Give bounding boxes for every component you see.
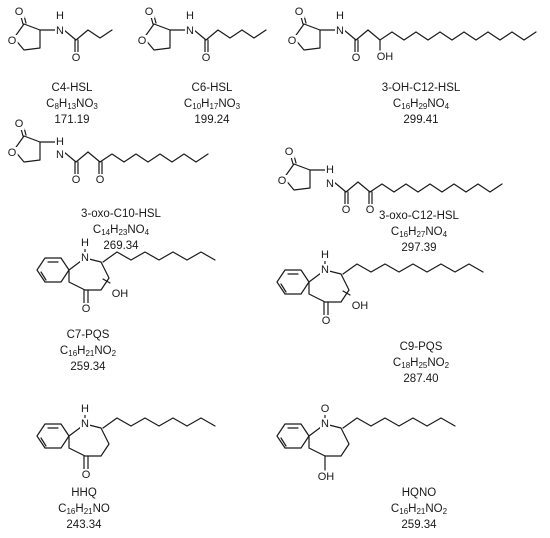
compound-formula: C16H29NO4	[392, 98, 450, 111]
structure-c4-hsl	[13, 11, 113, 55]
atom-hydrogen: H	[80, 403, 90, 415]
structure-hqno	[276, 413, 456, 471]
compound-caption: HQNO C16H21NO2 259.34	[391, 485, 447, 533]
atom-hydrogen: H	[55, 10, 65, 22]
atom-oxygen: O	[70, 52, 82, 64]
compound-name: C6-HSL	[191, 82, 233, 94]
atom-nitrogen: N	[55, 25, 65, 37]
atom-oxygen: O	[293, 6, 305, 18]
atom-oxygen: O	[94, 174, 106, 186]
atom-oxygen: O	[136, 35, 148, 47]
compound-caption: C6-HSL C10H17NO3 199.24	[184, 80, 240, 128]
compound-mass: 287.40	[403, 373, 439, 385]
atom-nitrogen: N	[335, 25, 345, 37]
compound-caption: 3-oxo-C12-HSL C16H27NO4 297.39	[379, 208, 459, 256]
compound-name: HQNO	[401, 487, 437, 499]
atom-hydrogen: H	[325, 164, 335, 176]
compound-caption: C9-PQS C18H25NO2 287.40	[393, 339, 449, 387]
atom-hydrogen: H	[185, 10, 195, 22]
structure-c9-pqs	[276, 259, 484, 317]
structure-3-oh-c12-hsl	[293, 11, 537, 55]
compound-formula: C10H17NO3	[183, 98, 241, 111]
atom-hydrogen: H	[55, 136, 65, 148]
compound-mass: 259.34	[70, 361, 106, 373]
compound-mass: 299.41	[403, 114, 439, 126]
atom-hydrogen: H	[335, 10, 345, 22]
compound-name: 3-oxo-C10-HSL	[81, 208, 161, 220]
atom-oxygen: O	[320, 315, 332, 327]
compound-caption: HHQ C16H21NO 243.34	[58, 485, 110, 533]
atom-oxygen: O	[80, 469, 92, 481]
atom-hydroxyl: OH	[350, 300, 370, 312]
atom-nitrogen: N	[55, 149, 65, 161]
atom-oxygen: O	[286, 35, 298, 47]
compound-formula: C16H21NO2	[390, 503, 448, 516]
structure-3-oxo-c10-hsl	[13, 123, 209, 177]
compound-mass: 171.19	[54, 114, 90, 126]
compound-formula: C16H27NO4	[390, 226, 448, 239]
structure-3-oxo-c12-hsl	[283, 151, 503, 207]
atom-nitrogen: N	[185, 25, 195, 37]
compound-name: C9-PQS	[399, 341, 443, 353]
atom-oxygen: O	[340, 204, 352, 216]
atom-oxygen: O	[200, 52, 212, 64]
compound-formula: C16H21NO	[58, 503, 110, 516]
compound-caption: C7-PQS C16H21NO2 259.34	[60, 327, 116, 375]
compound-formula: C18H25NO2	[392, 357, 450, 370]
compound-mass: 297.39	[401, 242, 437, 254]
atom-oxygen: O	[6, 35, 18, 47]
atom-oxygen: O	[143, 6, 155, 18]
structure-c6-hsl	[143, 11, 267, 55]
atom-oxygen: O	[319, 403, 331, 415]
atom-oxygen: O	[350, 52, 362, 64]
atom-oxygen: O	[13, 6, 25, 18]
compound-name: 3-OH-C12-HSL	[381, 82, 461, 94]
compound-name: 3-oxo-C12-HSL	[379, 210, 459, 222]
compound-mass: 269.34	[103, 240, 139, 252]
atom-oxygen: O	[70, 174, 82, 186]
compound-mass: 259.34	[401, 519, 437, 531]
compound-name: C7-PQS	[66, 329, 110, 341]
atom-nitrogen: N	[325, 178, 335, 190]
atom-hydroxyl: OH	[375, 51, 395, 63]
atom-hydroxyl: OH	[316, 471, 336, 483]
compound-formula: C16H21NO2	[59, 345, 117, 358]
compound-name: HHQ	[71, 487, 97, 499]
compound-caption: 3-oxo-C10-HSL C14H23NO4 269.34	[81, 206, 161, 254]
atom-oxygen: O	[283, 146, 295, 158]
atom-nitrogen: N	[80, 418, 90, 430]
atom-oxygen: O	[6, 147, 18, 159]
compound-mass: 243.34	[66, 519, 102, 531]
atom-nitrogen: N	[320, 418, 330, 430]
atom-oxygen: O	[80, 303, 92, 315]
atom-nitrogen: N	[320, 264, 330, 276]
compound-caption: 3-OH-C12-HSL C16H29NO4 299.41	[382, 80, 461, 128]
atom-oxygen: O	[276, 175, 288, 187]
compound-mass: 199.24	[194, 114, 230, 126]
atom-nitrogen: N	[80, 252, 90, 264]
structure-hhq	[36, 413, 216, 471]
compound-name: C4-HSL	[51, 82, 93, 94]
compound-formula: C8H13NO3	[46, 98, 98, 111]
atom-oxygen: O	[364, 204, 376, 216]
compound-caption: C4-HSL C8H13NO3 171.19	[46, 80, 98, 128]
atom-hydrogen: H	[320, 249, 330, 261]
atom-hydroxyl: OH	[110, 288, 130, 300]
compound-formula: C14H23NO4	[92, 224, 150, 237]
atom-oxygen: O	[13, 118, 25, 130]
atom-hydrogen: H	[80, 237, 90, 249]
